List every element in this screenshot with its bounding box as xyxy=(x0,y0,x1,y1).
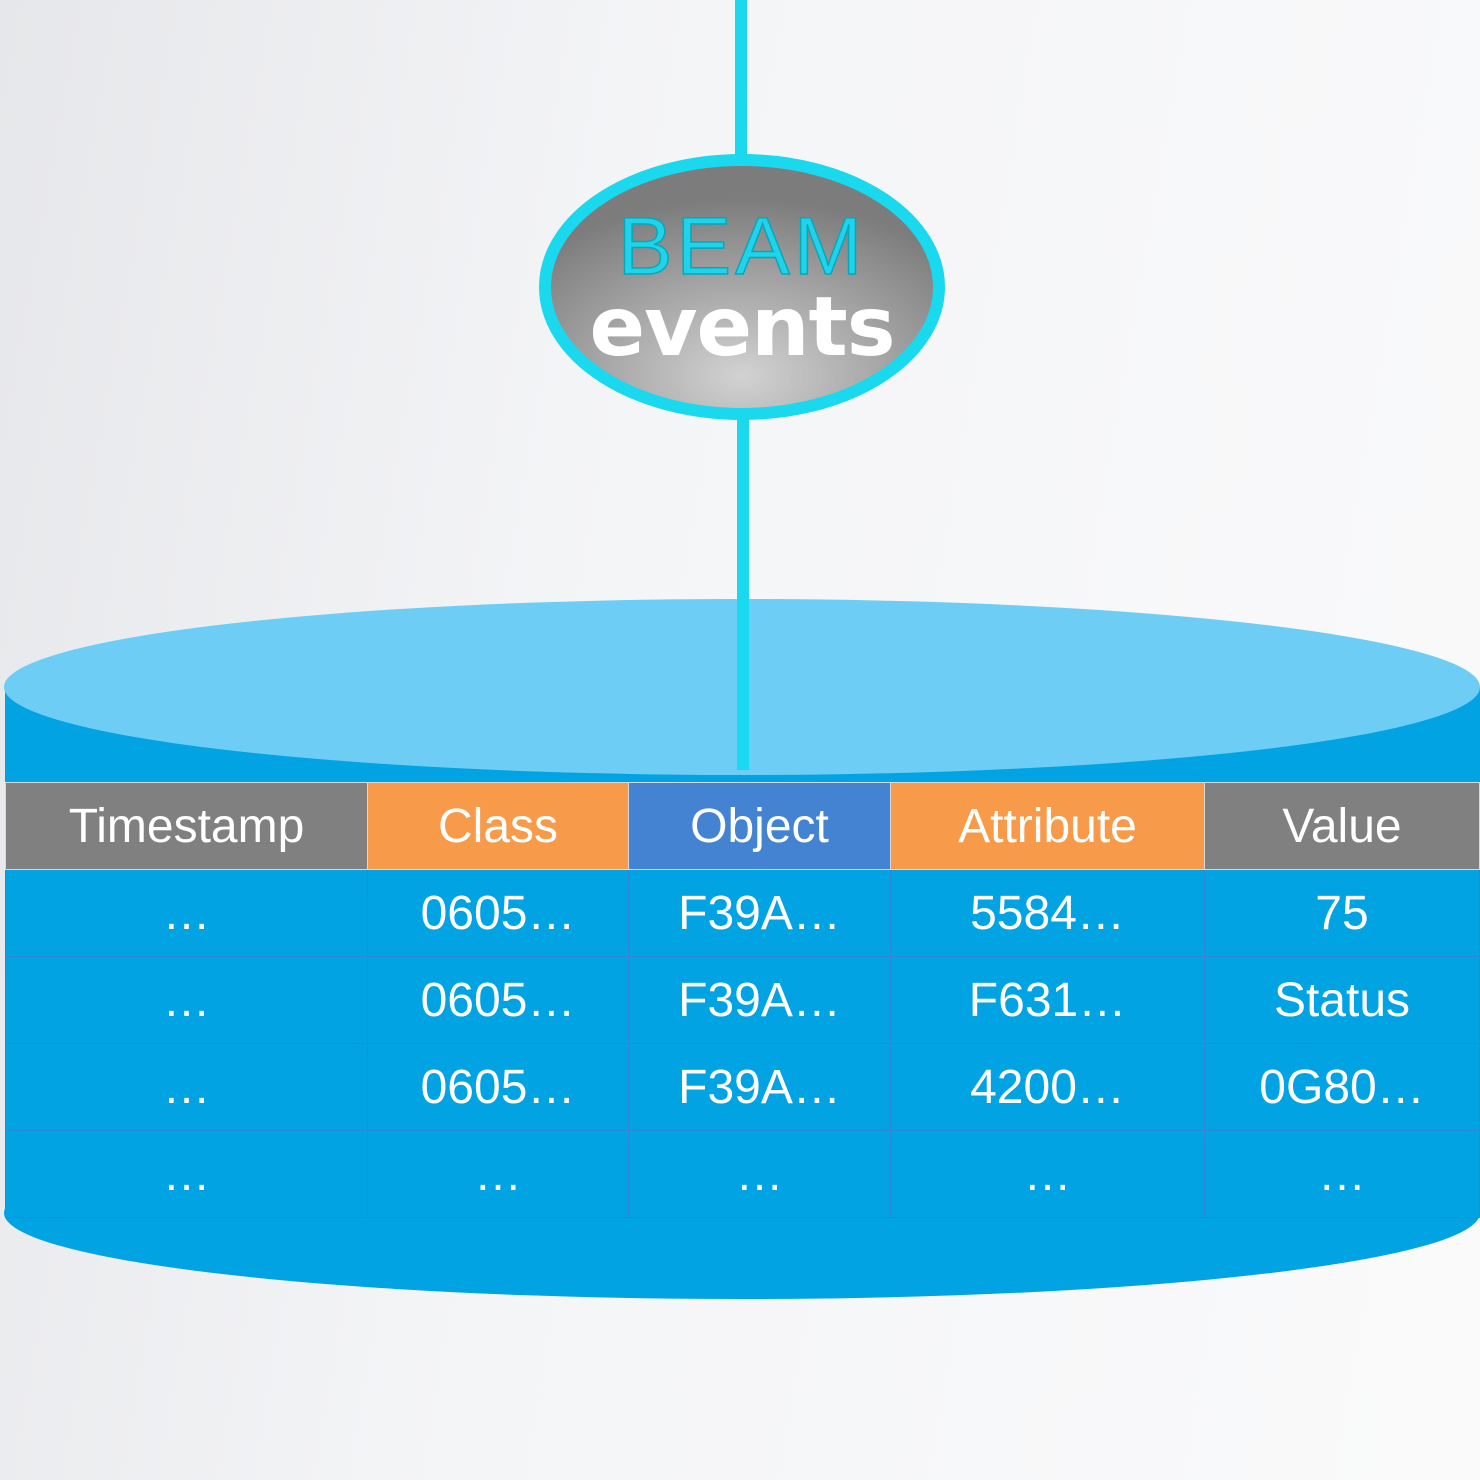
connector-line-top xyxy=(735,0,747,160)
cell: 0605… xyxy=(367,1043,629,1131)
cell: … xyxy=(5,956,368,1044)
cell: … xyxy=(5,1043,368,1131)
cell: 75 xyxy=(1204,869,1480,957)
badge-title: BEAM xyxy=(617,200,867,293)
cell: … xyxy=(890,1130,1205,1218)
header-value: Value xyxy=(1204,782,1480,870)
table-row: … 0605… F39A… 4200… 0G80… xyxy=(5,1043,1480,1131)
connector-line-bottom xyxy=(737,410,749,770)
header-timestamp: Timestamp xyxy=(5,782,368,870)
cell: … xyxy=(5,1130,368,1218)
table-row: … … … … … xyxy=(5,1130,1480,1218)
beam-events-badge xyxy=(539,154,945,420)
cell: F39A… xyxy=(628,1043,891,1131)
cell: F631… xyxy=(890,956,1205,1044)
table-row: … 0605… F39A… 5584… 75 xyxy=(5,869,1480,957)
cell: … xyxy=(5,869,368,957)
cell: 4200… xyxy=(890,1043,1205,1131)
header-class: Class xyxy=(367,782,629,870)
cell: Status xyxy=(1204,956,1480,1044)
cell: F39A… xyxy=(628,869,891,957)
events-table: Timestamp Class Object Attribute Value …… xyxy=(5,782,1480,1218)
table-header-row: Timestamp Class Object Attribute Value xyxy=(5,782,1480,870)
cell: 0605… xyxy=(367,956,629,1044)
badge-subtitle: events xyxy=(589,280,895,375)
cell: 0G80… xyxy=(1204,1043,1480,1131)
cell: … xyxy=(628,1130,891,1218)
header-attribute: Attribute xyxy=(890,782,1205,870)
header-object: Object xyxy=(628,782,891,870)
cell: 0605… xyxy=(367,869,629,957)
cell: 5584… xyxy=(890,869,1205,957)
cell: … xyxy=(1204,1130,1480,1218)
cell: F39A… xyxy=(628,956,891,1044)
cell: … xyxy=(367,1130,629,1218)
table-row: … 0605… F39A… F631… Status xyxy=(5,956,1480,1044)
